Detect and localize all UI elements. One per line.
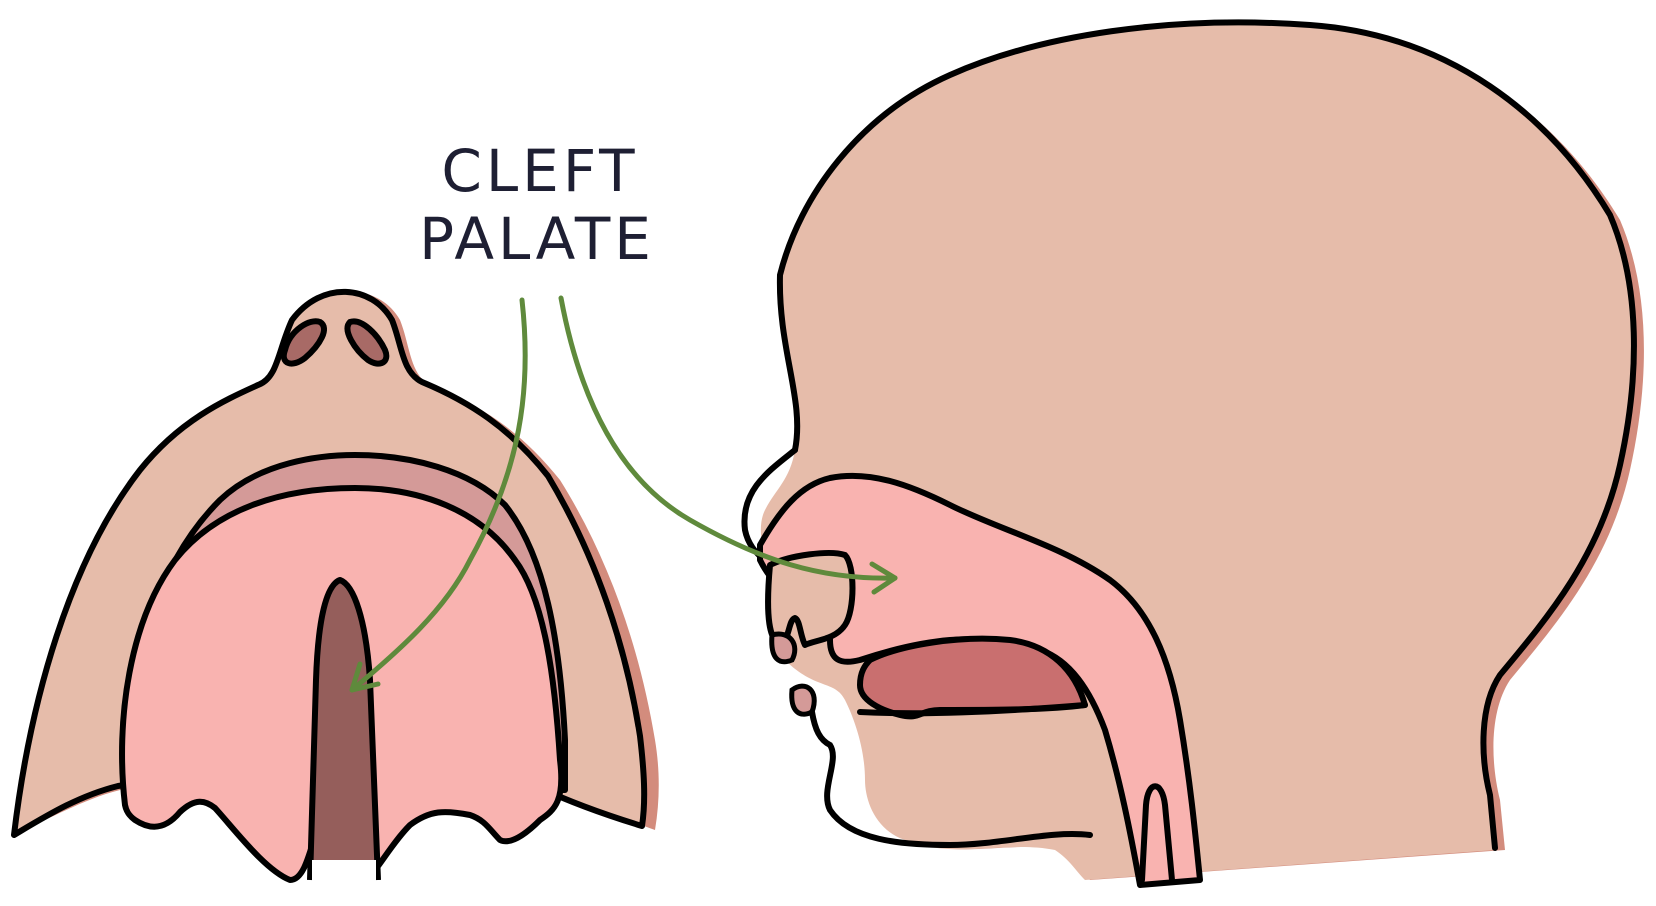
arrow-to-cleft-gap xyxy=(349,297,528,693)
head-sagittal-section xyxy=(741,19,1644,888)
left-nostril-icon xyxy=(280,318,327,367)
cleft-bottom-gap xyxy=(312,860,376,901)
arrow-to-palate-section xyxy=(558,295,898,581)
right-nostril-icon xyxy=(344,318,390,367)
cleft-gap xyxy=(310,580,380,880)
arrowhead-right-icon xyxy=(869,561,898,595)
epiglottis xyxy=(1139,783,1175,883)
upper-lip-tip xyxy=(769,631,798,665)
jaw-outline xyxy=(809,709,1093,849)
head-outline xyxy=(776,19,1637,851)
label-palate: PALATE xyxy=(419,205,655,273)
label-cleft: CLEFT xyxy=(441,137,639,205)
arrowhead-left-icon xyxy=(349,661,381,693)
cleft-outline xyxy=(307,577,381,881)
upper-lip xyxy=(765,550,856,648)
pointer-arrows xyxy=(349,295,898,693)
floor-of-mouth xyxy=(857,702,1088,717)
head-skin xyxy=(760,22,1634,880)
palate-inferior-view xyxy=(11,288,659,901)
